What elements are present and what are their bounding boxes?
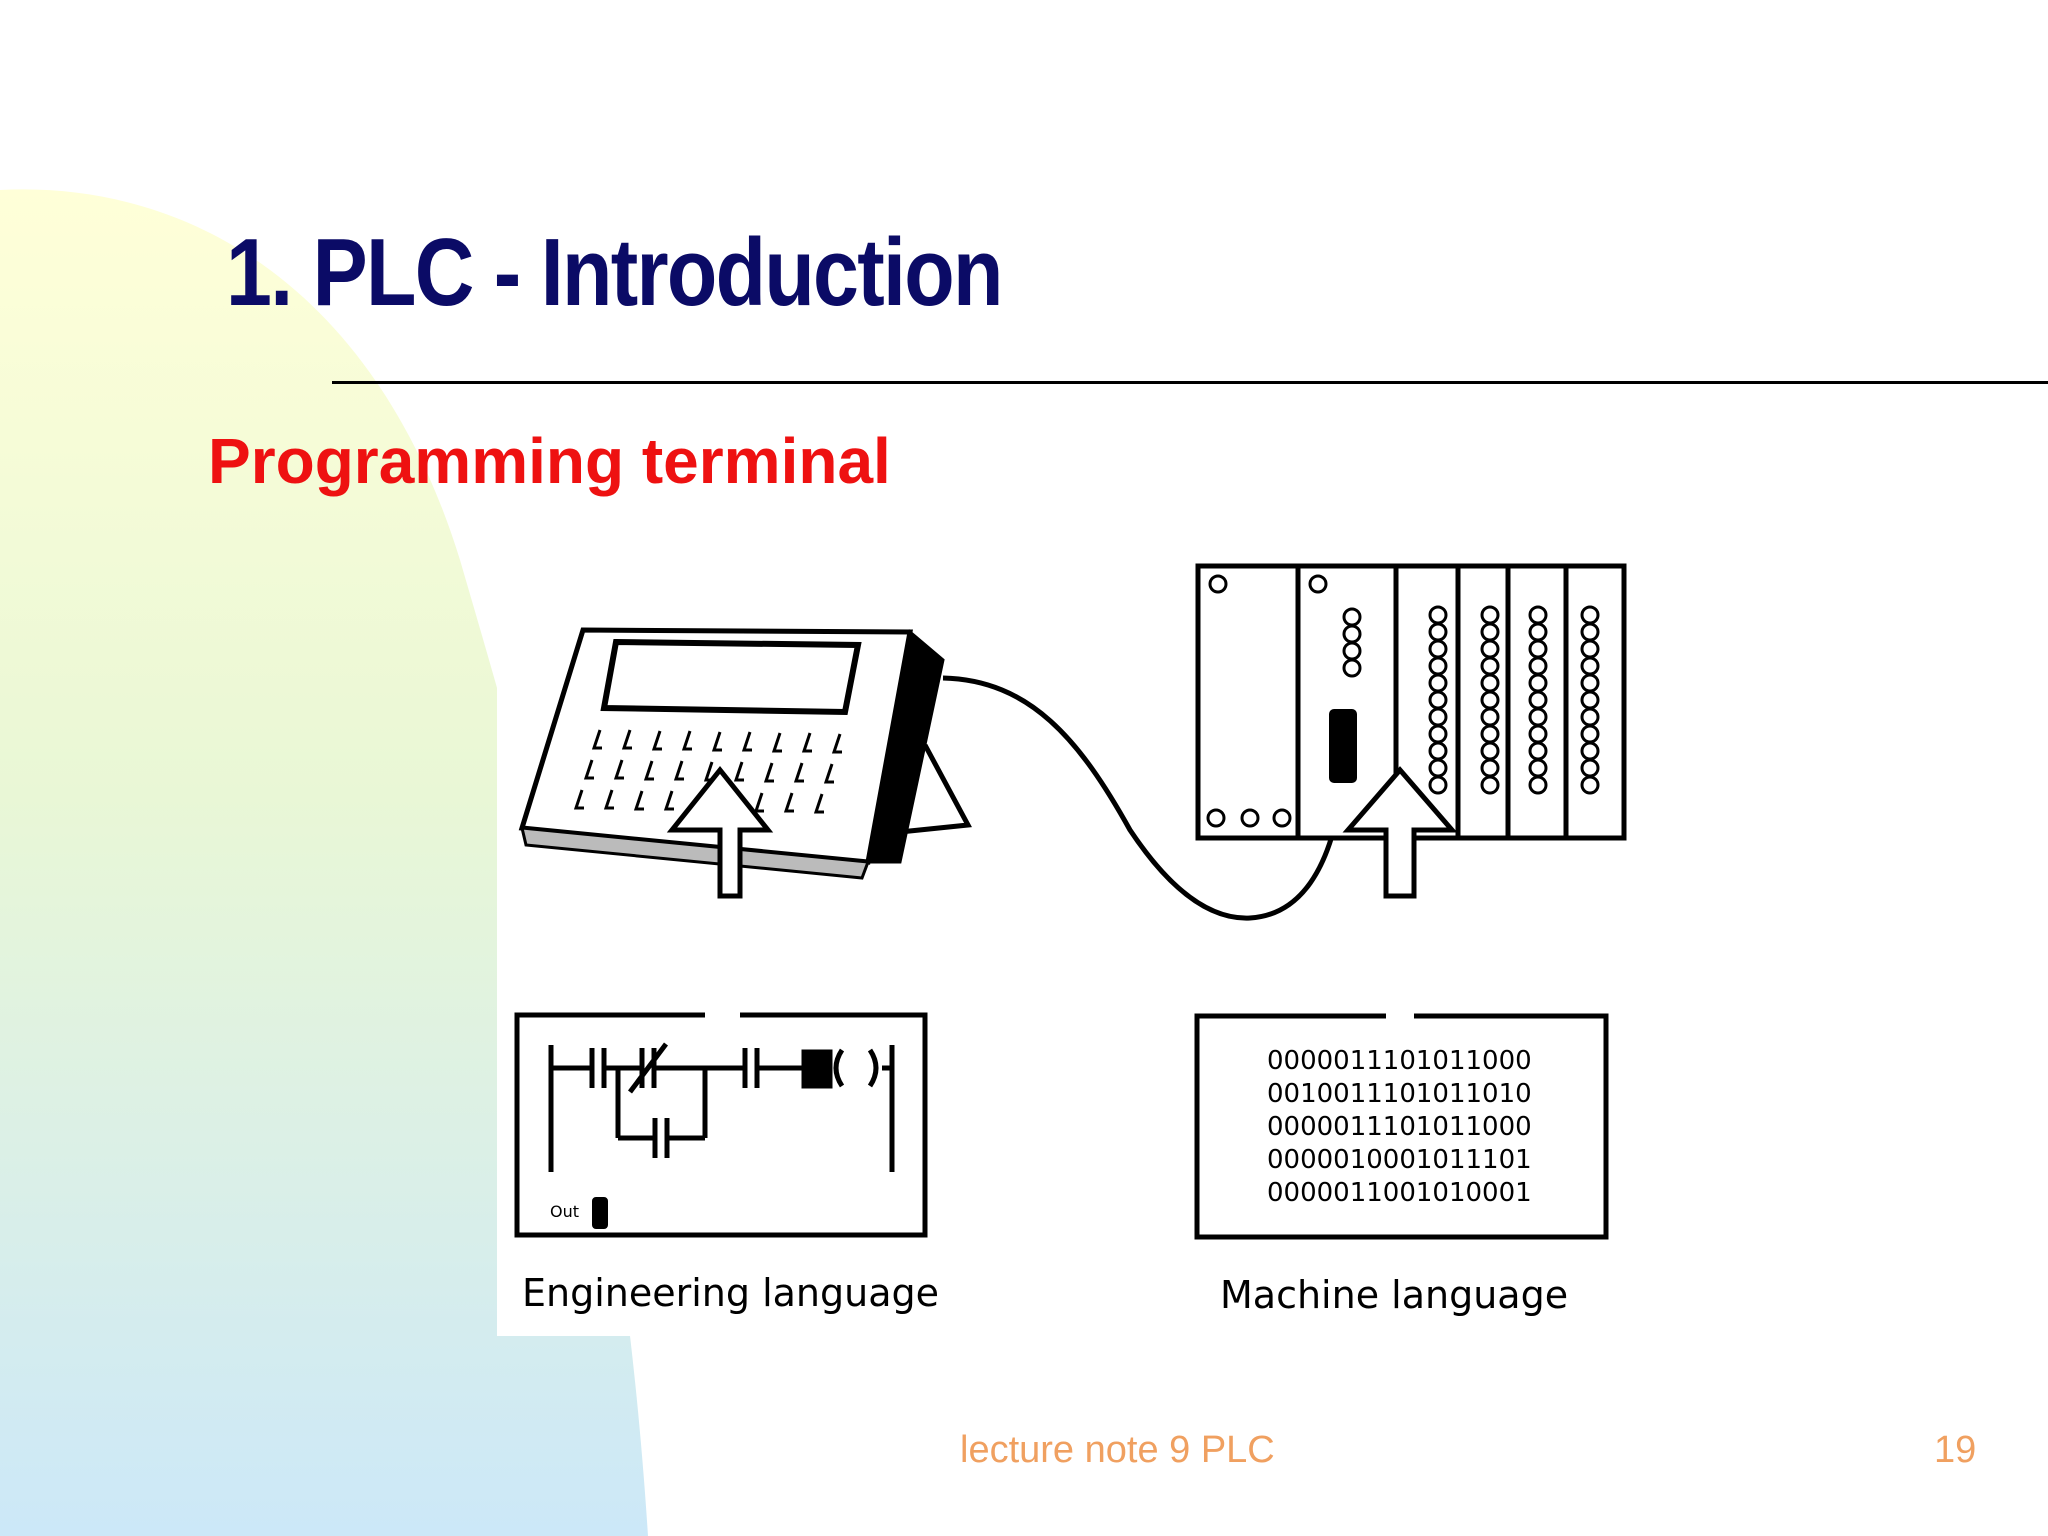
out-label: Out <box>550 1202 579 1221</box>
machine-code-line: 0000010001011101 <box>1267 1145 1532 1175</box>
machine-code-line: 0000011101011000 <box>1267 1046 1532 1076</box>
page-number: 19 <box>1934 1429 1977 1471</box>
terminal-keys <box>573 729 842 814</box>
plc-diagram: Out 0000011101011000 0010011101011010 00… <box>514 563 1627 1317</box>
title-divider <box>332 381 2048 384</box>
machine-code-box <box>1194 1013 1609 1240</box>
machine-code-line: 0010011101011010 <box>1267 1079 1532 1109</box>
machine-code-line: 0000011001010001 <box>1267 1178 1532 1208</box>
ladder-diagram <box>514 1012 928 1238</box>
arrow-up-right <box>1342 766 1458 899</box>
rack-indicator-leds <box>1206 574 1600 828</box>
rack-connector <box>1329 709 1357 783</box>
terminal-stand <box>899 743 972 835</box>
slide-subtitle: Programming terminal <box>208 425 891 497</box>
terminal-screen <box>600 638 862 716</box>
machine-code-line: 0000011101011000 <box>1267 1112 1532 1142</box>
connection-cable <box>942 675 1345 921</box>
machine-language-caption: Machine language <box>1220 1273 1568 1317</box>
programming-terminal <box>518 627 972 880</box>
terminal-side <box>866 629 945 864</box>
slide-title: 1. PLC - Introduction <box>226 219 1003 326</box>
arrow-up-left <box>666 765 774 899</box>
engineering-language-caption: Engineering language <box>522 1271 939 1315</box>
background-shape <box>0 189 648 1536</box>
out-marker <box>592 1197 608 1229</box>
terminal-front-edge <box>520 826 871 880</box>
footer-note: lecture note 9 PLC <box>960 1429 1275 1471</box>
